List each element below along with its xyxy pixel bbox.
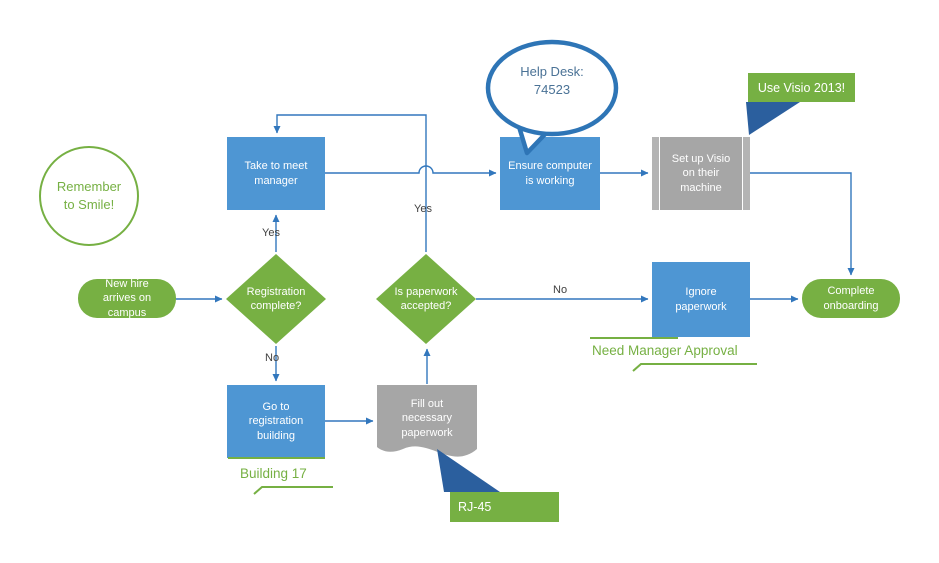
edge-label-paperwork-no: No <box>553 284 568 296</box>
need-manager-approval-label: Need Manager Approval <box>592 343 738 358</box>
node-go-to-registration: Go to registration building <box>227 385 325 458</box>
node-take-to-meet-manager-label: Take to meet manager <box>244 160 308 187</box>
node-registration-complete-label: Registration complete? <box>246 285 306 312</box>
node-ignore-paperwork: Ignore paperwork <box>652 262 750 337</box>
use-visio-callout: Use Visio 2013! <box>748 73 855 102</box>
node-ignore-paperwork-label: Ignore paperwork <box>675 286 727 313</box>
node-fill-out-paperwork-label: Fill out necessary paperwork <box>401 398 453 439</box>
connector-manager-to-computer <box>325 165 497 177</box>
node-take-to-meet-manager: Take to meet manager <box>227 137 325 210</box>
connector-accepted-yes-to-manager <box>273 114 427 252</box>
node-fill-out-paperwork: Fill out necessary paperwork <box>377 385 477 470</box>
node-new-hire-label: New hire arrives on campus <box>102 278 152 319</box>
document-shape <box>377 385 477 457</box>
help-desk-line2: 74523 <box>533 81 571 97</box>
edge-label-registration-yes: Yes <box>262 227 280 239</box>
node-remember-to-smile-label: Remember to Smile! <box>56 178 122 212</box>
help-desk-line1: Help Desk: <box>520 64 584 79</box>
predefined-process-left-bar <box>652 137 660 210</box>
rj45-callout-label: RJ-45 <box>458 500 492 514</box>
edge-label-registration-no: No <box>265 352 280 364</box>
predefined-process-right-bar <box>742 137 750 210</box>
node-remember-to-smile: Remember to Smile! <box>39 146 139 246</box>
node-is-paperwork-accepted-label: Is paperwork accepted? <box>394 285 458 312</box>
node-go-to-registration-label: Go to registration building <box>248 401 304 442</box>
node-ensure-computer-working: Ensure computer is working <box>500 137 600 210</box>
node-new-hire: New hire arrives on campus <box>78 278 176 319</box>
building-17-label: Building 17 <box>240 466 307 481</box>
node-complete-onboarding-label: Complete onboarding <box>823 285 879 312</box>
node-ensure-computer-working-label: Ensure computer is working <box>508 160 592 187</box>
help-desk-callout-text: Help Desk: 74523 <box>488 63 616 98</box>
use-visio-callout-label: Use Visio 2013! <box>757 80 846 95</box>
node-set-up-visio: Set up Visio on their machine <box>652 137 750 210</box>
rj45-callout: RJ-45 <box>450 492 559 522</box>
connector-visio-to-onboarding <box>750 172 855 276</box>
edge-label-paperwork-yes: Yes <box>414 203 432 215</box>
node-complete-onboarding: Complete onboarding <box>802 279 900 318</box>
node-set-up-visio-label: Set up Visio on their machine <box>671 153 731 194</box>
